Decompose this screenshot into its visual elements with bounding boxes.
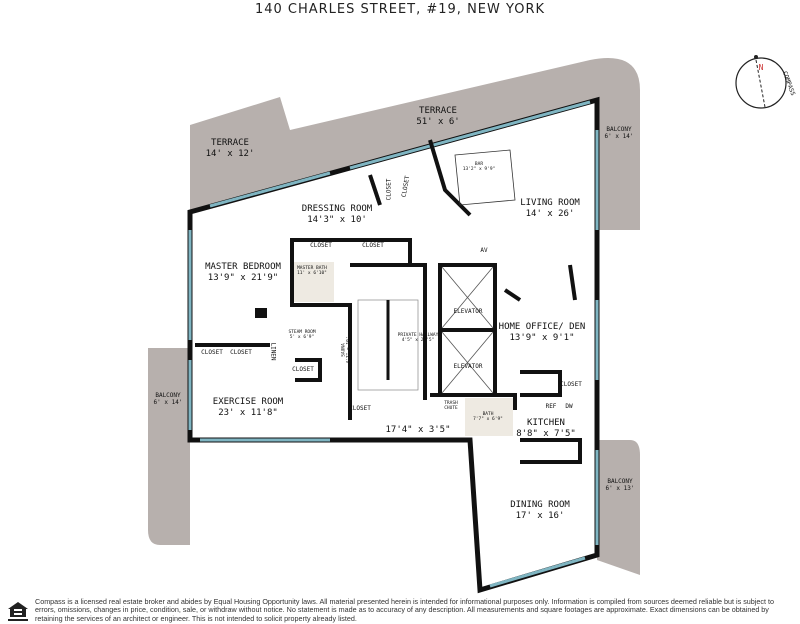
linen-label: LINEN: [269, 342, 277, 361]
elevator-label: ELEVATOR: [453, 308, 483, 315]
elevator-shafts: [441, 266, 494, 394]
closet-label: CLOSET: [310, 242, 332, 249]
bar-counter: [454, 149, 516, 206]
closet-label: CLOSET: [362, 242, 384, 249]
ref-label: REF: [545, 403, 557, 410]
page-title: 140 CHARLES STREET, #19, NEW YORK: [254, 2, 546, 17]
column: [255, 308, 267, 318]
room-gallery: 17'4" x 3'5": [385, 425, 451, 435]
master-bath-floor: [294, 262, 334, 302]
bath-floor: [465, 398, 513, 436]
compass-icon: [735, 55, 787, 109]
elevator-label: ELEVATOR: [453, 363, 483, 370]
closet-label: CLOSET: [349, 405, 371, 412]
exterior-wall: [187, 96, 600, 594]
closet-label: CLOSET: [385, 178, 393, 201]
closet-label: CLOSET: [292, 366, 314, 373]
balcony-left: [148, 348, 190, 545]
windows: [188, 100, 599, 588]
closet-label: CLOSET: [560, 381, 582, 388]
interior-walls: [195, 139, 582, 464]
dw-label: DW: [565, 403, 573, 410]
terrace-area: [190, 58, 640, 230]
balcony-right: [597, 440, 640, 575]
equal-housing-icon: [8, 602, 28, 621]
compass-north: N: [758, 63, 764, 72]
closet-label: CLOSET: [201, 349, 223, 356]
disclaimer: Compass is a licensed real estate broker…: [35, 597, 774, 623]
closet-label: CLOSET: [230, 349, 252, 356]
trash-chute-label: TRASH CHUTE: [444, 401, 458, 411]
av-label: AV: [480, 247, 488, 254]
interior: [190, 100, 597, 590]
stairs: [357, 299, 419, 391]
